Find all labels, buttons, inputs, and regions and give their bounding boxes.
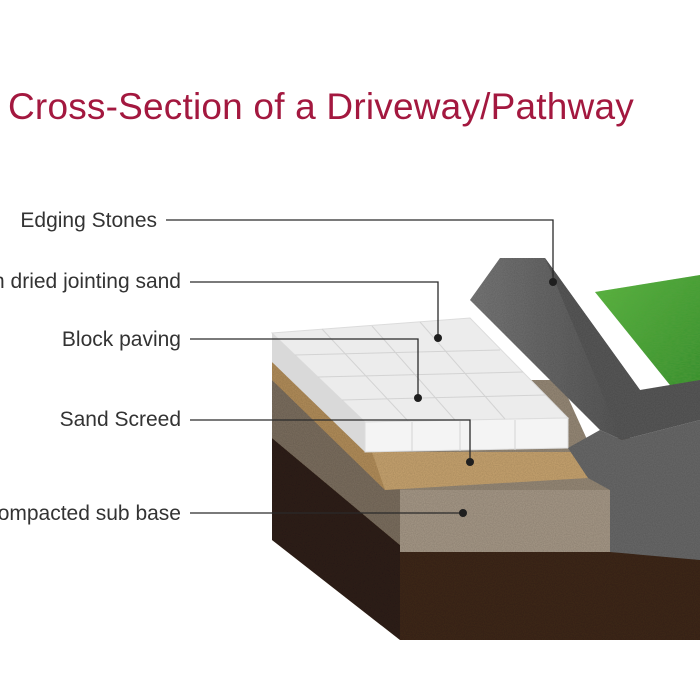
dot-subbase xyxy=(459,509,467,517)
dot-paving xyxy=(414,394,422,402)
subbase-side xyxy=(272,380,400,545)
dot-edging xyxy=(549,278,557,286)
page-title: Cross-Section of a Driveway/Pathway xyxy=(8,86,634,127)
label-edging-stones: Edging Stones xyxy=(20,209,157,232)
soil-front xyxy=(400,545,700,640)
subbase-front xyxy=(400,490,610,552)
leader-lines xyxy=(166,219,554,514)
label-jointing-sand: Kiln dried jointing sand xyxy=(0,270,181,293)
paving-front xyxy=(364,417,569,453)
leader-jointing xyxy=(190,281,439,338)
leader-paving xyxy=(190,338,419,398)
leader-edging xyxy=(166,219,554,282)
leader-screed xyxy=(190,419,471,462)
screed-side xyxy=(272,362,385,490)
label-sub-base: Compacted sub base xyxy=(0,502,181,525)
paving-joints xyxy=(294,321,547,451)
label-sand-screed: Sand Screed xyxy=(59,408,181,431)
edging-right-face xyxy=(545,258,700,440)
screed-front xyxy=(372,452,588,490)
soil-side xyxy=(272,438,400,640)
dot-jointing xyxy=(434,334,442,342)
paving-side xyxy=(272,333,365,452)
label-block-paving: Block paving xyxy=(61,328,181,351)
edging-front xyxy=(568,420,700,560)
leader-dots xyxy=(414,278,557,517)
dot-screed xyxy=(466,458,474,466)
edging-top xyxy=(470,258,640,440)
grass-top xyxy=(595,275,700,395)
